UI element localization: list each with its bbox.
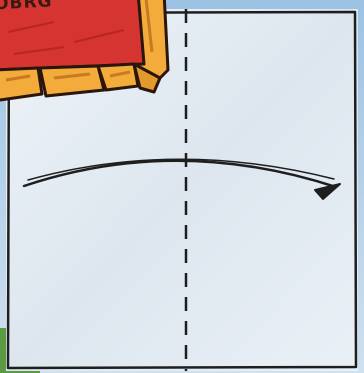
plank-2 <box>40 66 104 96</box>
sign-board <box>0 0 172 110</box>
plank-3 <box>98 64 138 90</box>
title-sign: OBRG <box>0 0 172 110</box>
plank-1 <box>0 68 42 100</box>
